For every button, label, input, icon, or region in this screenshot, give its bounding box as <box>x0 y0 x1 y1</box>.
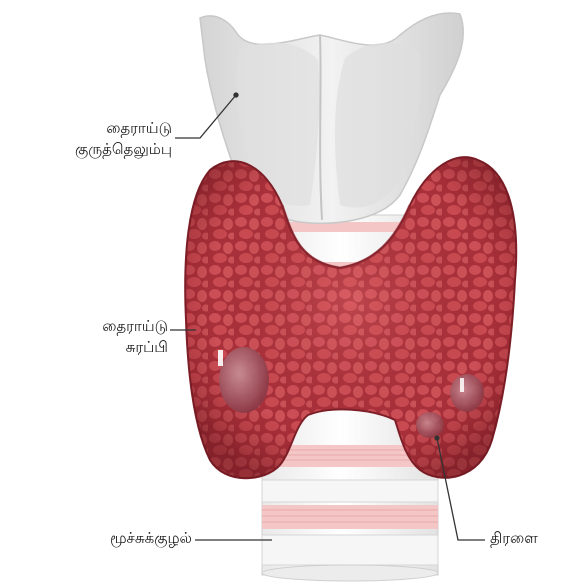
nodule-label: திரளை <box>490 528 580 549</box>
thyroid-cartilage-label-line1: தைராய்டு <box>40 118 172 139</box>
trachea-ring <box>262 505 438 529</box>
nodule-label-text: திரளை <box>490 528 580 549</box>
thyroid-gland-label-line2: சுரப்பி <box>40 337 168 358</box>
trachea-label-text: மூச்சுக்குழல் <box>20 528 192 549</box>
nodule <box>450 374 484 412</box>
trachea-label: மூச்சுக்குழல் <box>20 528 192 549</box>
thyroid-cartilage-label: தைராய்டு குருத்தெலும்பு <box>40 118 172 160</box>
thyroid-cartilage-label-line2: குருத்தெலும்பு <box>40 139 172 160</box>
nodule <box>219 347 269 413</box>
thyroid-gland-label: தைராய்டு சுரப்பி <box>40 316 168 358</box>
nodule <box>416 412 444 438</box>
thyroid-gland-label-line1: தைராய்டு <box>40 316 168 337</box>
